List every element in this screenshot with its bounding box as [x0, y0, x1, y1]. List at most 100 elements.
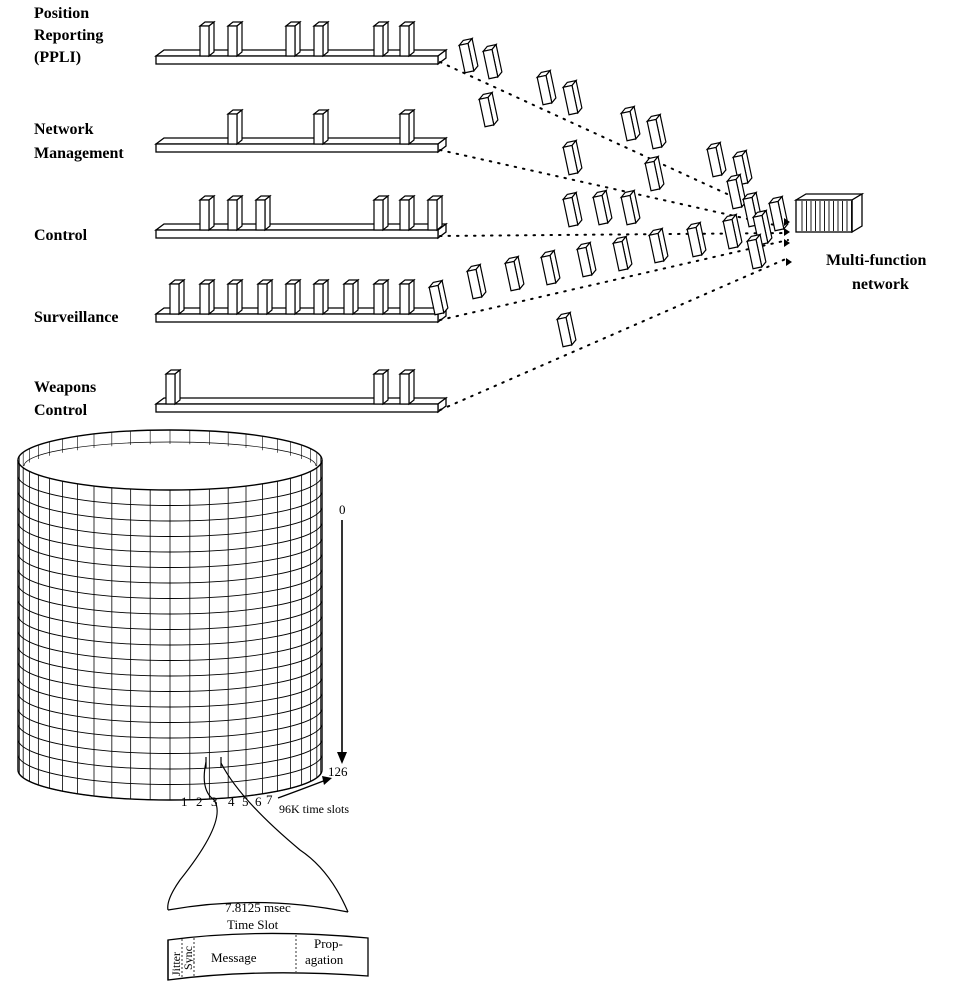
- rail-slot-netmgmt-1: [226, 108, 244, 146]
- marker-0: 0: [339, 502, 346, 517]
- in-transit-slot-23: [721, 213, 743, 250]
- label-weapons-line2: Control: [34, 402, 88, 419]
- in-transit-slot-body-2: [481, 43, 503, 80]
- in-transit-slot-body-12: [561, 191, 583, 228]
- slot-magnification: [167, 757, 349, 913]
- in-transit-slot-7: [705, 141, 727, 178]
- rail-slot-control-4: [372, 194, 390, 232]
- section-sync: Sync: [181, 946, 195, 970]
- slot-number-5: 5: [242, 794, 249, 809]
- rail-slot-ppli-4: [312, 20, 330, 58]
- in-transit-slot-14: [619, 189, 641, 226]
- in-transit-slot-15: [427, 279, 449, 316]
- network-label-line1: Multi-function: [826, 252, 927, 269]
- rail-slot-ppli-2: [226, 20, 244, 58]
- in-transit-slot-body-15: [427, 279, 449, 316]
- rail-slot-control-2: [226, 194, 244, 232]
- in-transit-slot-26: [751, 209, 773, 246]
- rail-slot-surveillance-8: [372, 278, 390, 316]
- multi-function-network-block: Multi-function network: [784, 192, 927, 293]
- in-transit-slot-body-9: [477, 91, 499, 128]
- in-transit-slot-20: [611, 235, 633, 272]
- in-transit-slot-body-5: [619, 105, 641, 142]
- rail-slot-surveillance-1: [168, 278, 186, 316]
- in-transit-slot-body-6: [645, 113, 667, 150]
- section-message: Message: [211, 950, 257, 965]
- rail-slot-surveillance-4: [256, 278, 274, 316]
- rail-slot-surveillance-2: [198, 278, 216, 316]
- label-ppli-line3: (PPLI): [34, 49, 81, 66]
- in-transit-slot-27: [767, 195, 789, 232]
- rail-slot-surveillance-3: [226, 278, 244, 316]
- slot-number-1: 1: [181, 794, 188, 809]
- in-transit-slot-body-23: [721, 213, 743, 250]
- in-transit-slot-body-20: [611, 235, 633, 272]
- in-transit-slot-body-8: [731, 149, 753, 186]
- rail-slot-weapons-2: [372, 368, 390, 406]
- in-transit-slot-body-14: [619, 189, 641, 226]
- slot-number-4: 4: [228, 794, 235, 809]
- in-transit-slot-body-29: [555, 311, 577, 348]
- in-transit-slot-5: [619, 105, 641, 142]
- time-slot-detail: 7.8125 msec Time Slot Jitter Sync Messag…: [167, 900, 369, 981]
- function-rails: [154, 20, 448, 414]
- rail-control: [154, 194, 448, 240]
- in-transit-slot-21: [647, 227, 669, 264]
- rail-slot-weapons-3: [398, 368, 416, 406]
- slot-blocks-in-transit: [427, 37, 789, 348]
- in-transit-slot-4: [561, 79, 583, 116]
- rail-slot-netmgmt-2: [312, 108, 330, 146]
- rail-ppli: [154, 20, 448, 66]
- in-transit-slot-6: [645, 113, 667, 150]
- in-transit-slot-body-28: [745, 233, 767, 270]
- slot-number-2: 2: [196, 794, 203, 809]
- path-surveillance: [439, 239, 789, 321]
- time-slots-label: 96K time slots: [279, 802, 349, 816]
- path-weapons: [439, 257, 789, 411]
- in-transit-slot-2: [481, 43, 503, 80]
- rail-weapons: [154, 368, 448, 414]
- rail-slot-surveillance-6: [312, 278, 330, 316]
- in-transit-slot-3: [535, 69, 557, 106]
- in-transit-slot-body-17: [503, 255, 525, 292]
- in-transit-slot-body-13: [591, 189, 613, 226]
- in-transit-slot-9: [477, 91, 499, 128]
- function-labels: Position Reporting (PPLI) Network Manage…: [34, 5, 124, 419]
- in-transit-slot-13: [591, 189, 613, 226]
- in-transit-slot-12: [561, 191, 583, 228]
- in-transit-slot-body-3: [535, 69, 557, 106]
- in-transit-slot-body-16: [465, 263, 487, 300]
- rail-slot-ppli-1: [198, 20, 216, 58]
- label-ppli-line2: Reporting: [34, 27, 103, 44]
- in-transit-slot-body-10: [561, 139, 583, 176]
- in-transit-slot-body-22: [685, 221, 707, 258]
- rail-netmgmt: [154, 108, 448, 154]
- in-transit-slot-body-27: [767, 195, 789, 232]
- section-jitter: Jitter: [169, 952, 183, 976]
- marker-126: 126: [328, 764, 348, 779]
- in-transit-slot-body-7: [705, 141, 727, 178]
- in-transit-slot-body-1: [457, 37, 479, 74]
- label-surveillance: Surveillance: [34, 309, 118, 326]
- in-transit-slot-8: [731, 149, 753, 186]
- label-weapons-line1: Weapons: [34, 379, 96, 396]
- in-transit-slot-17: [503, 255, 525, 292]
- in-transit-slot-body-19: [575, 241, 597, 278]
- duration-line2: Time Slot: [227, 917, 279, 932]
- rail-slot-weapons-1: [164, 368, 182, 406]
- path-netmgmt: [439, 149, 789, 229]
- rail-slot-control-5: [398, 194, 416, 232]
- rail-slot-control-6: [426, 194, 444, 232]
- in-transit-slot-1: [457, 37, 479, 74]
- in-transit-slot-18: [539, 249, 561, 286]
- in-transit-slot-29: [555, 311, 577, 348]
- frame-arrow: 0 126: [328, 502, 348, 779]
- network-label-line2: network: [852, 276, 909, 293]
- rail-slot-surveillance-7: [342, 278, 360, 316]
- label-control: Control: [34, 227, 88, 244]
- in-transit-slot-body-18: [539, 249, 561, 286]
- slot-numbers: 1 2 3 4 5 6 7 96K time slots: [181, 776, 349, 816]
- label-ppli-line1: Position: [34, 5, 89, 22]
- rail-slot-surveillance-9: [398, 278, 416, 316]
